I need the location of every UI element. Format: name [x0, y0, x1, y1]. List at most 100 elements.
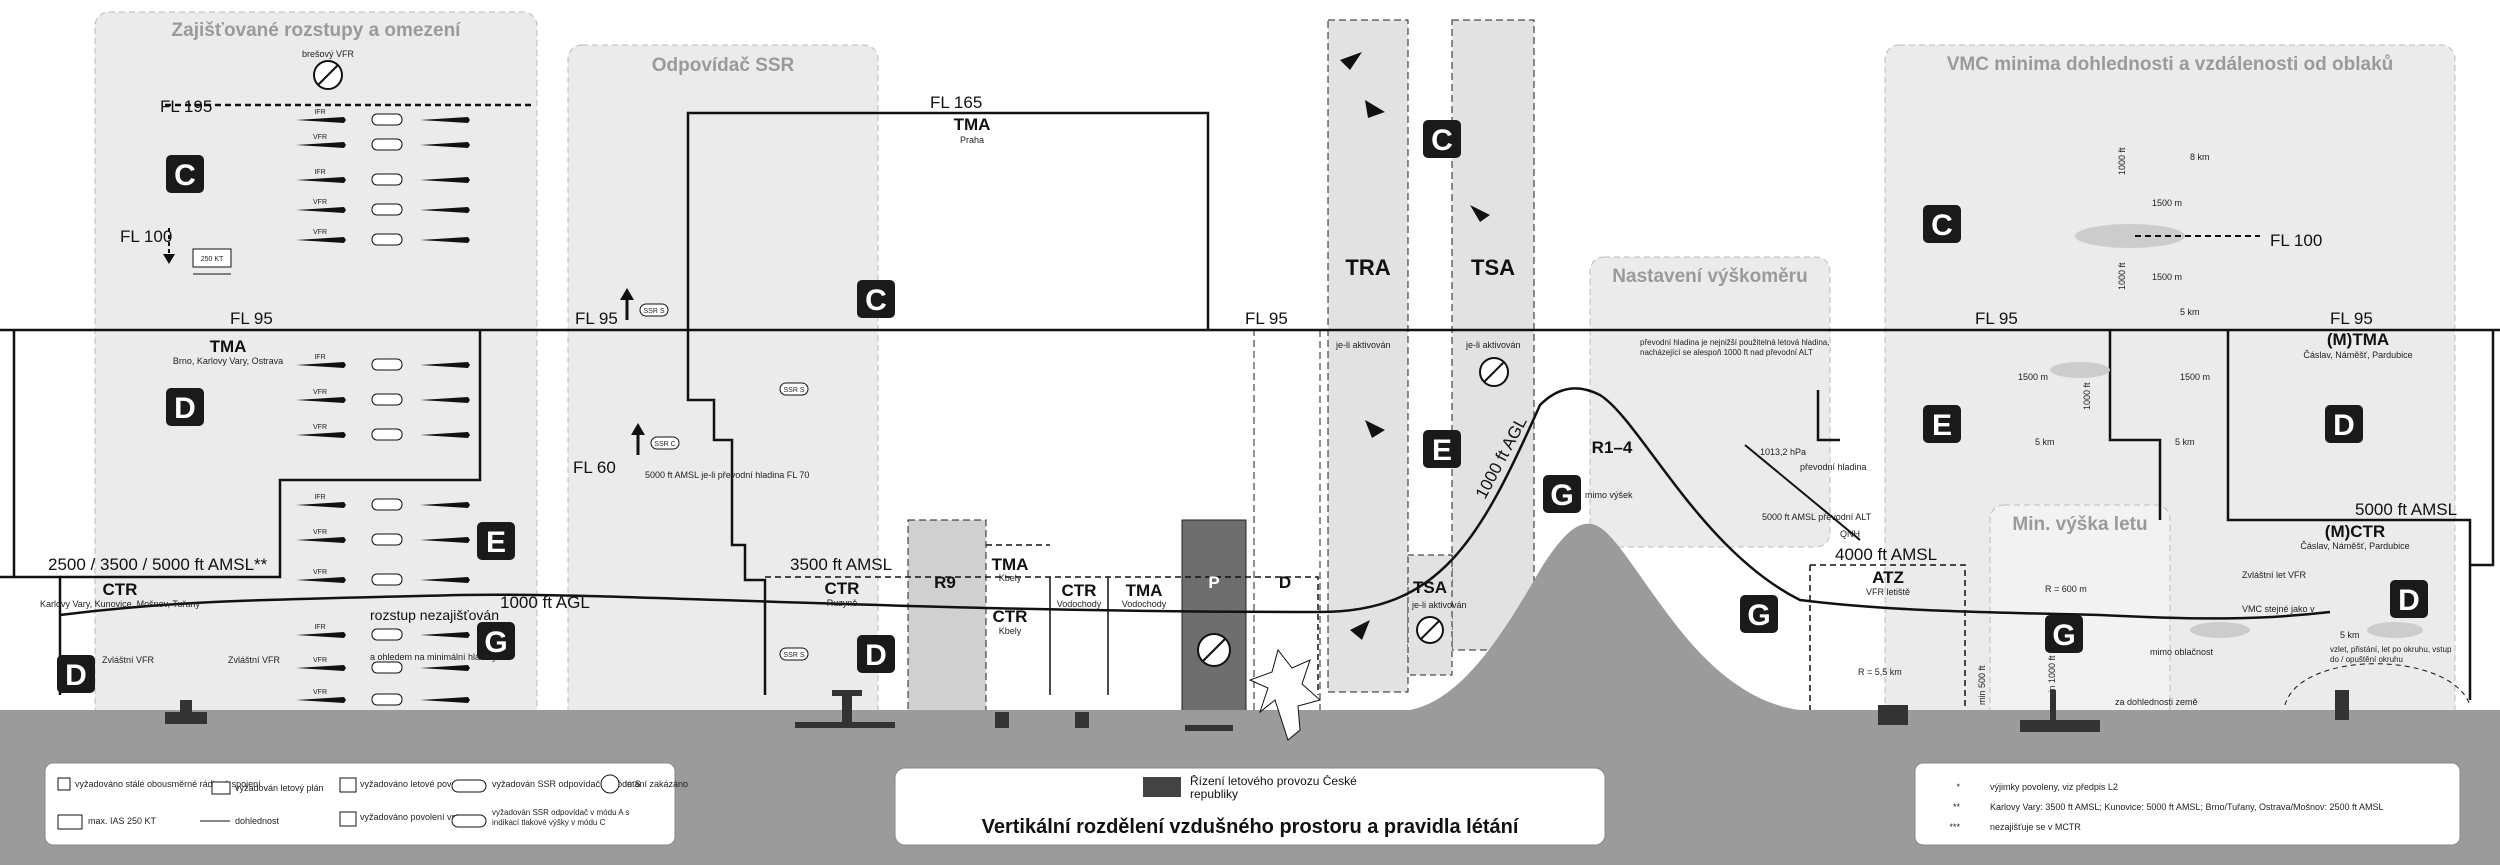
tma-vodochody-sub: Vodochody [1122, 599, 1167, 609]
class-c-text: C [1431, 124, 1453, 157]
class-d-badge-mctr: D [2390, 580, 2428, 618]
climb-path [1744, 444, 1861, 541]
aircraft-icon [420, 237, 470, 243]
class-c-badge-tsa: C [1423, 120, 1461, 158]
flight-rule-label: IFR [314, 494, 325, 501]
ctr-ruzyne-sub: Ruzyně [827, 598, 858, 608]
aircraft-icon [420, 632, 470, 638]
explosion-icon [1248, 648, 1322, 741]
class-c-badge-tma: C [857, 280, 895, 318]
no-flight-icon-p [1197, 633, 1231, 667]
tma-left-name: TMA [210, 337, 247, 356]
legend-right: * výjimky povoleny, viz předpis L2 ** Ka… [1914, 762, 2461, 846]
class-d-text: D [65, 659, 87, 692]
ssr-pill-ctr: SSR S [779, 647, 809, 661]
class-e-badge-left: E [477, 522, 515, 560]
note-2: Karlovy Vary: 3500 ft AMSL; Kunovice: 50… [1990, 802, 2384, 812]
separation-pill [371, 533, 403, 546]
cloud-icon-top [2075, 224, 2185, 248]
class-d-badge-tma: D [166, 388, 204, 426]
aircraft-icon [420, 142, 470, 148]
mctr-5km-label: 5 km [2340, 630, 2360, 640]
tsa-name: TSA [1471, 255, 1515, 280]
tma-praha-name: TMA [954, 115, 991, 134]
ssr-s-icon [451, 779, 487, 793]
aircraft-icon [296, 362, 346, 368]
qnh-1013-label: 1013,2 hPa [1760, 447, 1806, 457]
outside-ctr-note: mimo výšek [1585, 490, 1633, 500]
fl95-label-5: FL 95 [2330, 309, 2373, 328]
aircraft-icon [296, 697, 346, 703]
aircraft-icon [420, 207, 470, 213]
flight-rule-label: IFR [314, 169, 325, 176]
panel-vmc-title: VMC minima dohlednosti a vzdálenosti od … [1947, 54, 2394, 75]
r14-name: R1–4 [1592, 438, 1633, 457]
class-d-text: D [2398, 584, 2420, 617]
special-vfr-left-1: Zvláštní VFR [102, 655, 155, 665]
class-g-text: G [2052, 619, 2075, 652]
tsa-small-note: je-li aktivován [1411, 600, 1467, 610]
separation-rows: IFRVFRIFRVFRVFRIFRVFRVFRIFRVFRVFRIFRVFRV… [296, 109, 470, 706]
atz-boundary [1810, 564, 1966, 710]
ssr-arrow-up-2: SSR C [631, 423, 680, 455]
fl165-label: FL 165 [930, 93, 982, 112]
mctr-name: (M)CTR [2325, 522, 2385, 541]
transition-note-box: převodní hladina je nejnižší použitelná … [1640, 338, 1829, 357]
aircraft-icon [296, 432, 346, 438]
cloud-clear-label: mimo oblačnost [2150, 647, 2214, 657]
cloud-icon-min [2190, 622, 2250, 638]
separation-pill [371, 693, 403, 706]
ssr-c-icon [451, 814, 487, 828]
separation-pill [371, 428, 403, 441]
legend-5: létání zakázáno [625, 779, 688, 789]
ctr-kbely-name: CTR [993, 607, 1028, 626]
class-d-text: D [865, 639, 887, 672]
radio-icon [57, 777, 71, 791]
aircraft-icon [296, 632, 346, 638]
flight-rule-label: VFR [313, 389, 327, 396]
mtma-sub: Čáslav, Náměšť, Pardubice [2303, 350, 2412, 360]
vmc-1000ft-label-3: 1000 ft [2082, 382, 2092, 410]
ssr-s-pill: SSR S [643, 308, 664, 315]
aircraft-icon [420, 177, 470, 183]
aircraft-icon [420, 117, 470, 123]
vmc-1000ft-label-1: 1000 ft [2117, 147, 2127, 175]
tsa-small-name: TSA [1413, 578, 1447, 597]
note-1: výjimky povoleny, viz předpis L2 [1990, 782, 2118, 792]
atc-service-label: Řízení letového provozu České republiky [1190, 775, 1357, 801]
r55-label: R = 5,5 km [1858, 667, 1902, 677]
flight-rule-label: VFR [313, 229, 327, 236]
legend-8: vyžadováno povolení vstupu [360, 812, 474, 822]
class-e-badge-tsa: E [1423, 430, 1461, 468]
tma-praha-sub: Praha [960, 135, 984, 145]
prohibited-icon [600, 774, 620, 794]
aircraft-icon [420, 537, 470, 543]
ctr-dashed [765, 576, 1319, 695]
tsa-note: je-li aktivován [1465, 340, 1521, 350]
fl95-label-3: FL 95 [1245, 309, 1288, 328]
r9-area [907, 519, 987, 741]
tma-vodochody-name: TMA [1126, 581, 1163, 600]
separation-pill [371, 498, 403, 511]
ctr-vodochody-sub: Vodochody [1057, 599, 1102, 609]
amsl-ctr-label: 2500 / 3500 / 5000 ft AMSL** [48, 555, 268, 574]
ssr-c-pill: SSR C [654, 441, 675, 448]
tsa-small-column [1407, 554, 1453, 676]
min-level-note: a ohledem na minimální hladiny [370, 652, 497, 662]
vmc-8km-label: 8 km [2190, 152, 2210, 162]
vmc-5km-label-2: 5 km [2035, 437, 2055, 447]
flight-rule-label: VFR [313, 424, 327, 431]
class-c-text: C [1931, 209, 1953, 242]
aircraft-icon [420, 697, 470, 703]
amsl-5000-label: 5000 ft AMSL [2355, 500, 2457, 519]
class-d-badge-ctr: D [57, 655, 95, 693]
vmc-as-label: VMC stejné jako v [2242, 604, 2315, 614]
class-c-text: C [865, 284, 887, 317]
class-c-text: C [174, 159, 196, 192]
class-e-text: E [1932, 409, 1952, 442]
tra-column [1327, 19, 1409, 693]
fl95-label-1: FL 95 [230, 309, 273, 328]
transition-alt-label: 5000 ft AMSL převodní ALT [1762, 512, 1872, 522]
aircraft-icon [296, 397, 346, 403]
flight-plan-icon [211, 781, 231, 795]
